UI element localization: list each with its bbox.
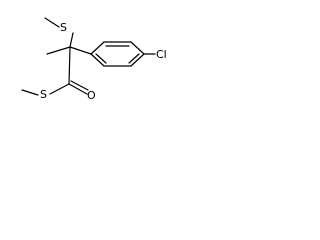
ring-bond-6 xyxy=(90,53,105,67)
bond-carbonyl-c-s-bottom xyxy=(49,83,70,95)
bond-s-bottom-methyl xyxy=(21,89,39,96)
bond-s-top-quaternary-c xyxy=(69,32,74,48)
ring-bond-4 xyxy=(130,53,145,67)
ring-bond-3 xyxy=(130,41,145,55)
bond-methyl-s-top xyxy=(44,17,60,28)
atom-cl: Cl xyxy=(156,48,167,61)
ring-inner-bond-3 xyxy=(95,53,107,64)
atom-s-top: S xyxy=(60,21,67,34)
ring-inner-bond-2 xyxy=(128,53,140,64)
bond-carbonyl-double-2 xyxy=(70,80,89,91)
bond-carbonyl-double-1 xyxy=(68,83,88,95)
atom-o-carbonyl: O xyxy=(87,89,96,102)
bond-quaternary-c-carbonyl-c xyxy=(68,46,71,85)
bond-quaternary-c-aryl xyxy=(69,46,92,55)
bond-quaternary-c-methyl xyxy=(46,46,71,55)
atom-s-bottom: S xyxy=(40,88,47,101)
ring-bond-1 xyxy=(90,41,105,55)
chemical-structure: S S O Cl xyxy=(21,17,167,102)
